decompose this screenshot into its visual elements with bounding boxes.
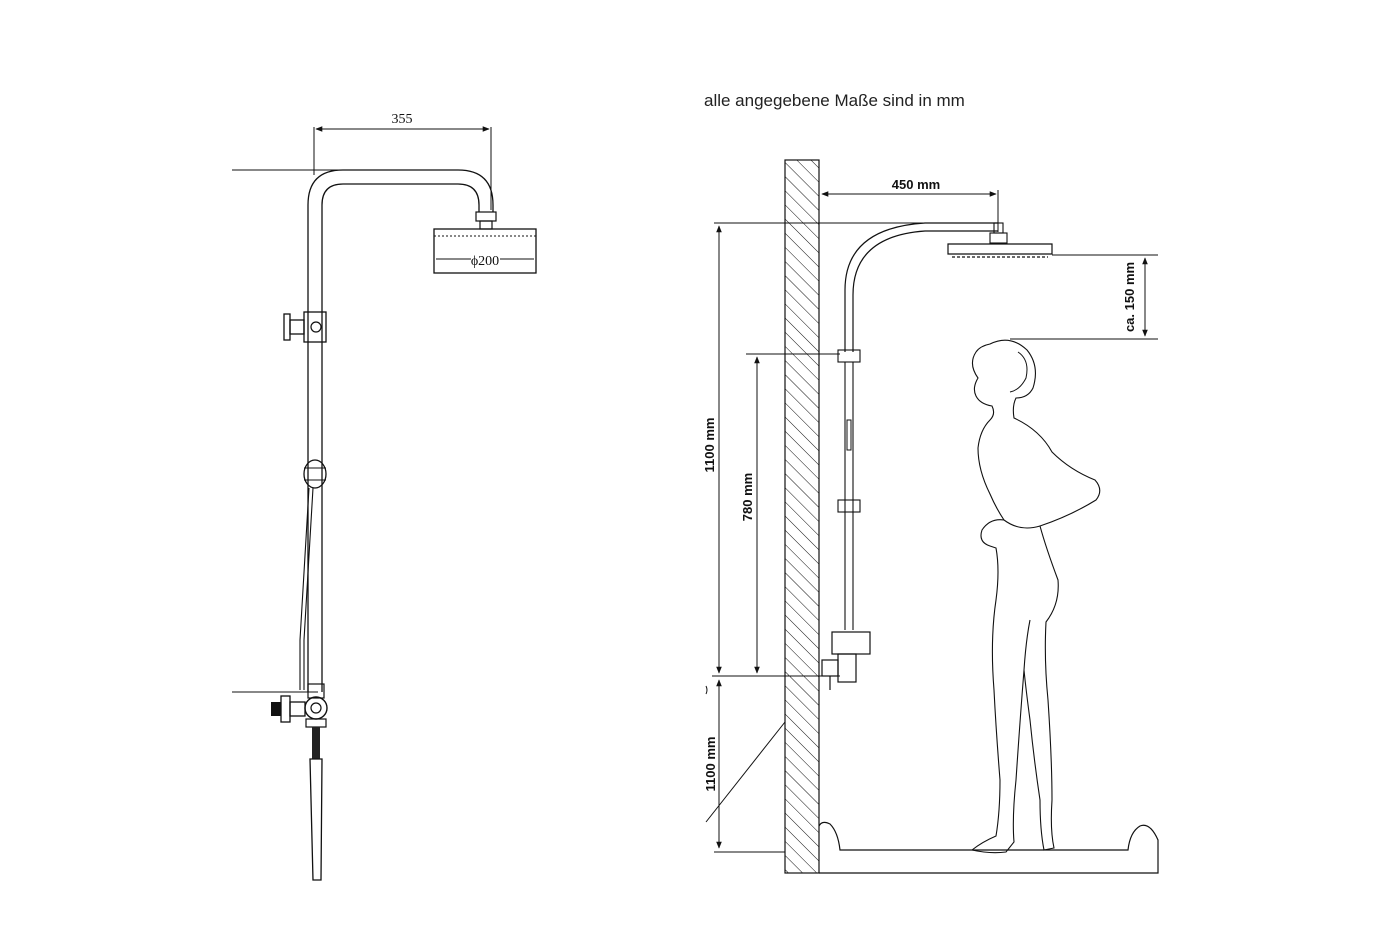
person-figure — [970, 339, 1101, 854]
side-shower-head — [947, 243, 1053, 258]
hand-shower-holder — [303, 459, 327, 489]
head-diameter-label: ϕ200 — [471, 254, 499, 269]
bar-length-label: 780 mm — [740, 473, 755, 521]
right-side-view: 450 mm ca. 150 mm — [702, 159, 1159, 874]
hand-shower — [309, 727, 323, 881]
head-clearance-dimension: ca. 150 mm — [1010, 254, 1158, 340]
column-height-label: 1100 mm — [702, 418, 717, 473]
head-clearance-label: ca. 150 mm — [1122, 262, 1137, 332]
wall — [784, 159, 820, 874]
shower-column — [307, 169, 494, 692]
bar-length-dimension: 780 mm — [740, 353, 840, 674]
mixer-handle-icon — [271, 702, 281, 716]
height-clamp — [283, 311, 327, 343]
head-connector — [475, 211, 497, 222]
mixer-height-label: 1100 mm — [703, 737, 718, 792]
side-shower-column — [844, 222, 1008, 352]
units-note: alle angegebene Maße sind in mm — [704, 91, 965, 110]
arm-width-dimension: 355 — [313, 112, 492, 210]
slide-bar — [837, 349, 861, 630]
arm-length-label: 450 mm — [892, 177, 940, 192]
mixer-valve — [271, 683, 328, 728]
side-mixer — [821, 631, 871, 690]
mixer-height-dimension: 1100 mm — [703, 679, 786, 853]
shower-tray — [818, 821, 1159, 874]
arm-width-label: 355 — [392, 112, 413, 127]
shower-head: ϕ200 — [433, 228, 537, 274]
left-front-view: 355 ϕ200 — [232, 112, 537, 881]
arm-length-dimension: 450 mm — [821, 177, 999, 232]
hose — [299, 487, 310, 690]
column-height-dimension: 1100 mm — [702, 225, 722, 674]
